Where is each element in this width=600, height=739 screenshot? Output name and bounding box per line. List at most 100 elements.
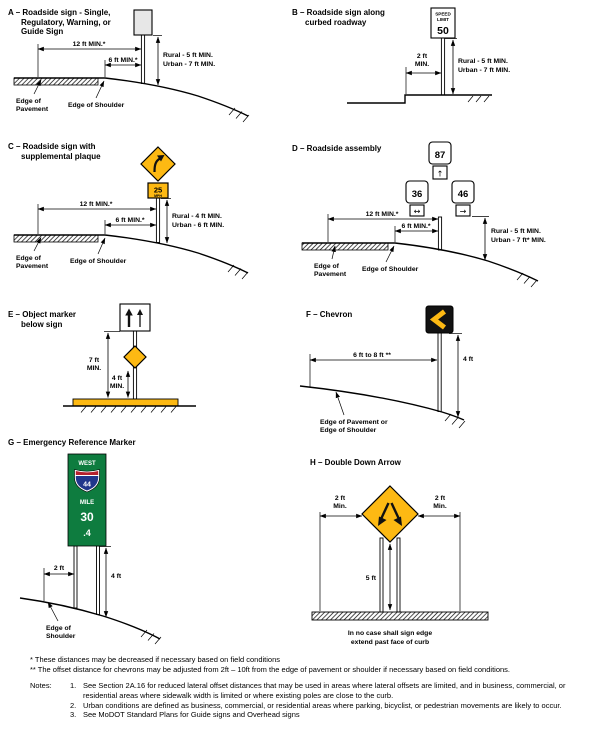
dim-4ft-label1: 4 ft (112, 375, 123, 382)
panel-e-title-line1: E – Object marker (8, 310, 77, 319)
panel-f-title-line1: F – Chevron (306, 310, 353, 319)
height-rural-label: Rural - 5 ft MIN. (491, 228, 541, 235)
panel-f-title: F – Chevron (306, 310, 352, 320)
edge-of-shoulder-label: Edge of Shoulder (362, 266, 419, 273)
note-1-text: See Section 2A.16 for reduced lateral of… (83, 681, 566, 700)
panel-c-title-line2: supplemental plaque (21, 151, 101, 161)
note-2-number: 2. (70, 700, 77, 710)
speed-limit-word2: LIMIT (437, 17, 449, 22)
panel-f-diagram: 6 ft to 8 ft ** 4 ft Edge of Pavement or… (299, 305, 474, 434)
earth-hatch (227, 264, 249, 280)
panel-g-title-line1: G – Emergency Reference Marker (8, 438, 136, 447)
dim-7ft-label2: MIN. (87, 365, 101, 372)
dim-2ft-left-label1: 2 ft (335, 495, 346, 502)
curve-right-arrow-icon (153, 157, 161, 173)
footnote-star: * These distances may be decreased if ne… (30, 655, 281, 664)
double-arrow-diamond-sign (361, 485, 419, 543)
plaque-speed-value: 25 (154, 186, 162, 195)
edge-of-pavement-leader (33, 79, 42, 95)
notes-block: Notes: 1. See Section 2A.16 for reduced … (30, 681, 586, 720)
speed-limit-value: 50 (437, 25, 449, 37)
panel-d: D – Roadside assembly 87 ↑ 36 46 ↔ → 12 … (292, 140, 592, 295)
up-arrow-large-head (125, 308, 133, 316)
dim-6ft-label: 6 ft MIN.* (108, 57, 137, 64)
interstate-shield-crown (75, 471, 99, 475)
curb-profile (347, 94, 492, 104)
note-3-number: 3. (70, 710, 77, 720)
note-1-number: 1. (70, 681, 77, 690)
up-arrow-plaque (432, 165, 448, 180)
dim-2ft-right-label2: Min. (433, 503, 447, 510)
panel-b-title-line2: curbed roadway (305, 17, 367, 27)
panel-b-title: B – Roadside sign along curbed roadway (292, 8, 385, 27)
panel-f: F – Chevron 6 ft to 8 ft ** 4 ft Edge of… (292, 302, 592, 440)
chevron-sign-face (425, 305, 454, 334)
panel-d-diagram: 87 ↑ 36 46 ↔ → 12 ft MIN.* 6 ft MIN.* Ru… (301, 141, 546, 288)
earth-hatch (80, 406, 177, 413)
earth-hatch (467, 95, 490, 103)
footnote-double-star: ** The off­set distance for chevrons may… (30, 665, 510, 674)
edge-of-shoulder-leader (95, 80, 105, 99)
arrow-sign-face (119, 303, 151, 332)
panel-b-diagram: SPEED LIMIT 50 2 ft MIN. Rural - 5 ft MI… (347, 7, 510, 104)
edge-leader (335, 391, 345, 416)
up-arrow-small-head (137, 309, 143, 315)
plaque-speed-unit: MPH (154, 194, 162, 198)
height-urban-label: Urban - 7 ft MIN. (458, 67, 510, 74)
edge-of-pavement-label2: Pavement (16, 263, 49, 270)
dim-offset-label: 6 ft to 8 ft ** (353, 352, 391, 359)
sign-post (437, 332, 442, 412)
notes-label: Notes: (30, 681, 52, 690)
ground-profile (14, 77, 249, 117)
edge-of-shoulder-label: Edge of Shoulder (70, 258, 127, 265)
panel-c-diagram: 25 MPH 12 ft MIN.* 6 ft MIN.* Rural - 4 … (13, 146, 249, 280)
dim-height-label: 4 ft (111, 573, 122, 580)
panel-h-diagram: 2 ft Min. 2 ft Min. 5 ft In no case shal… (311, 485, 489, 646)
edge-of-pavement-label2: Pavement (314, 271, 347, 278)
edge-of-shoulder-label: Edge of Shoulder (68, 102, 125, 109)
panel-b-title-line1: B – Roadside sign along (292, 8, 385, 17)
note-item-3: 3. See MoDOT Standard Plans for Guide si… (70, 710, 586, 720)
panel-b: B – Roadside sign along curbed roadway S… (292, 6, 592, 130)
edge-of-shoulder-label1: Edge of (46, 625, 72, 632)
down-right-arrow-icon (390, 502, 400, 519)
panel-a-title: A – Roadside sign - Single, Regulatory, … (8, 8, 111, 37)
curb-face-extension-lines (319, 512, 461, 611)
route-shield-top (428, 141, 452, 165)
edge-label1: Edge of Pavement or (320, 419, 388, 426)
mile-word: MILE (80, 500, 94, 506)
left-right-arrow-icon: ↔ (414, 207, 421, 216)
blank-sign-face (133, 9, 153, 36)
footnotes: * These distances may be decreased if ne… (30, 655, 592, 675)
pavement-section (301, 242, 389, 251)
edge-of-pavement-label1: Edge of (16, 98, 42, 105)
route-shield-top-number: 87 (435, 150, 446, 161)
sign-post (440, 37, 446, 96)
right-arrow-plaque (455, 204, 471, 217)
object-marker-diamond (123, 345, 147, 369)
panel-a: A – Roadside sign - Single, Regulatory, … (8, 6, 290, 138)
left-chevron-icon (429, 309, 447, 330)
dim-5ft-label: 5 ft (366, 575, 377, 582)
right-arrow-icon: → (460, 207, 467, 216)
panel-h-title-line1: H – Double Down Arrow (310, 458, 401, 467)
edge-of-shoulder-leader (97, 237, 106, 255)
curb-caption-line2: extend past face of curb (351, 639, 429, 646)
panel-h: H – Double Down Arrow 2 ft Min. 2 ft Min… (292, 448, 592, 660)
height-rural-label: Rural - 4 ft MIN. (172, 213, 222, 220)
panel-a-title-line2: Regulatory, Warning, or (21, 17, 111, 27)
note-3-text: See MoDOT Standard Plans for Guide signs… (83, 710, 300, 720)
height-rural-label: Rural - 5 ft MIN. (458, 58, 508, 65)
height-urban-label: Urban - 6 ft MIN. (172, 222, 224, 229)
panel-d-title-line1: D – Roadside assembly (292, 144, 382, 153)
down-left-arrowhead (378, 516, 387, 526)
edge-of-shoulder-label2: Shoulder (46, 633, 76, 640)
panel-g: G – Emergency Reference Marker WEST 44 M… (8, 438, 293, 660)
double-arrow-plaque (409, 204, 425, 217)
speed-limit-word1: SPEED (435, 12, 451, 17)
height-rural-label: Rural - 5 ft MIN. (163, 52, 213, 59)
panel-e-diagram: 7 ft MIN. 4 ft MIN. (63, 303, 196, 413)
up-arrow-icon: ↑ (437, 170, 444, 179)
warning-diamond-sign (140, 146, 176, 182)
panel-g-diagram: WEST 44 MILE 30 .4 2 ft 4 ft Edge of Sho… (19, 453, 162, 645)
